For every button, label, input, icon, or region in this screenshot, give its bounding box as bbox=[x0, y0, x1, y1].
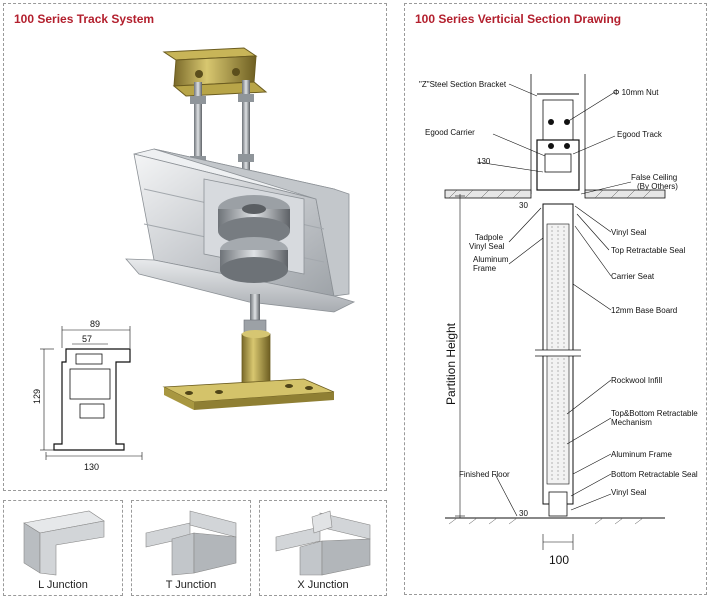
junction-card-t: T Junction bbox=[131, 500, 251, 596]
hanger-bolt bbox=[241, 294, 271, 385]
label-carrier-seat: Carrier Seat bbox=[611, 272, 655, 281]
section-drawing-title: 100 Series Verticial Section Drawing bbox=[415, 12, 622, 26]
t-junction-caption: T Junction bbox=[165, 579, 217, 591]
x-junction-caption: X Junction bbox=[297, 579, 349, 591]
label-aluminum-frame-right: Aluminum Frame bbox=[611, 450, 672, 459]
label-rockwool: Rockwool Infill bbox=[611, 376, 662, 385]
dim-bottom-width: 130 bbox=[84, 462, 99, 472]
label-vinyl-seal-top: Vinyl Seal bbox=[611, 228, 647, 237]
t-junction-image bbox=[145, 510, 237, 576]
label-base-board: 12mm Base Board bbox=[611, 306, 677, 315]
label-dim-30-bottom: 30 bbox=[519, 509, 528, 518]
false-ceiling bbox=[444, 189, 666, 199]
partition-panel bbox=[535, 203, 581, 517]
label-dim-100: 100 bbox=[549, 553, 569, 567]
label-dim-30-top: 30 bbox=[519, 201, 528, 210]
l-junction-caption: L Junction bbox=[38, 579, 88, 591]
label-finished-floor: Finished Floor bbox=[459, 470, 510, 479]
vertical-section-drawing: "Z"Steel Section Bracket Φ 10mm Nut Egoo… bbox=[419, 74, 698, 567]
junction-card-x: X Junction bbox=[259, 500, 387, 596]
dim-inner-width: 57 bbox=[82, 334, 92, 344]
finished-floor bbox=[445, 517, 665, 525]
label-bottom-retractable-seal: Bottom Retractable Seal bbox=[611, 470, 698, 479]
label-false-ceiling: False Ceiling(By Others) bbox=[631, 173, 678, 191]
label-egood-carrier: Egood Carrier bbox=[425, 128, 475, 137]
track-system-panel: 100 Series Track System bbox=[3, 3, 387, 491]
label-egood-track: Egood Track bbox=[617, 130, 663, 139]
label-dim-130: 130 bbox=[477, 157, 491, 166]
dim-top-width: 89 bbox=[90, 319, 100, 329]
track-system-illustration: 89 57 129 130 bbox=[32, 47, 356, 472]
label-nut: Φ 10mm Nut bbox=[613, 88, 659, 97]
junction-card-l: L Junction bbox=[3, 500, 123, 596]
label-z-bracket: "Z"Steel Section Bracket bbox=[419, 80, 507, 89]
x-junction-image bbox=[275, 510, 371, 576]
mounting-plate bbox=[162, 378, 335, 410]
wheel-carrier bbox=[203, 178, 305, 283]
threaded-rod bbox=[242, 80, 250, 172]
z-bracket bbox=[162, 47, 268, 97]
label-vinyl-seal-bottom: Vinyl Seal bbox=[611, 488, 647, 497]
section-drawing-panel: 100 Series Verticial Section Drawing bbox=[404, 3, 707, 595]
track-system-title: 100 Series Track System bbox=[14, 12, 155, 26]
label-partition-height: Partition Height bbox=[444, 322, 458, 405]
label-top-retractable-seal: Top Retractable Seal bbox=[611, 246, 685, 255]
l-junction-image bbox=[23, 510, 105, 576]
track-profile-drawing bbox=[40, 326, 143, 460]
dim-height: 129 bbox=[32, 389, 42, 404]
threaded-rod bbox=[194, 82, 202, 172]
